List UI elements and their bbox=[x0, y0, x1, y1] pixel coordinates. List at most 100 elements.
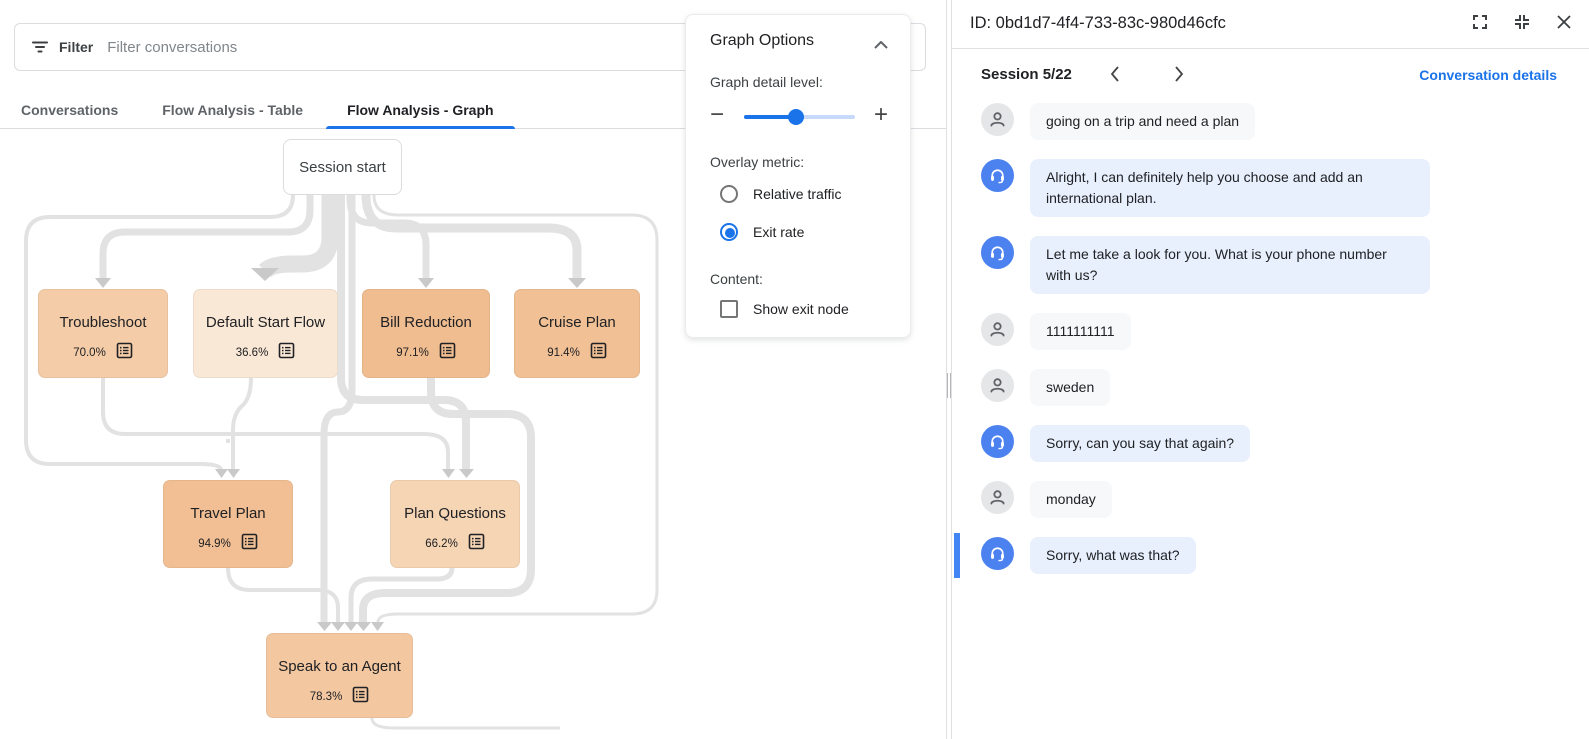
list-alt-icon bbox=[278, 342, 295, 359]
next-session-button[interactable] bbox=[1168, 64, 1190, 89]
agent-avatar bbox=[981, 159, 1014, 192]
flow-node-plan-questions[interactable]: Plan Questions 66.2% bbox=[390, 480, 520, 568]
message-bubble: sweden bbox=[1030, 369, 1111, 406]
list-alt-icon bbox=[439, 342, 456, 359]
headset-icon bbox=[991, 246, 1004, 261]
radio-selected-icon[interactable] bbox=[720, 223, 738, 241]
panel-divider bbox=[951, 0, 952, 739]
highlight-bar bbox=[954, 533, 960, 578]
headset-icon bbox=[991, 435, 1004, 450]
message-bubble: Sorry, can you say that again? bbox=[1030, 425, 1251, 462]
conversation-details-link[interactable]: Conversation details bbox=[1419, 67, 1557, 83]
detail-level-slider: − + bbox=[710, 103, 888, 127]
agent-avatar bbox=[981, 236, 1014, 269]
user-avatar bbox=[981, 313, 1014, 346]
user-message[interactable]: going on a trip and need a plan bbox=[952, 103, 1589, 140]
message-bubble: Sorry, what was that? bbox=[1030, 537, 1196, 574]
node-title: Bill Reduction bbox=[380, 314, 472, 331]
content-label: Content: bbox=[710, 271, 763, 287]
list-alt-icon bbox=[116, 342, 133, 359]
node-exit-rate: 78.3% bbox=[309, 691, 343, 703]
user-avatar bbox=[981, 481, 1014, 514]
node-exit-rate: 66.2% bbox=[425, 538, 458, 550]
filter-label: Filter bbox=[59, 39, 94, 55]
headset-icon bbox=[991, 169, 1004, 184]
node-details-icon[interactable] bbox=[468, 533, 485, 555]
node-title: Speak to an Agent bbox=[278, 658, 401, 675]
previous-session-button[interactable] bbox=[1104, 64, 1126, 89]
user-message[interactable]: sweden bbox=[952, 369, 1589, 406]
message-bubble: going on a trip and need a plan bbox=[1030, 103, 1256, 140]
user-message[interactable]: 1111111111 bbox=[952, 313, 1589, 350]
edge-arrowheads bbox=[95, 268, 586, 631]
panel-divider bbox=[946, 0, 947, 739]
node-details-icon[interactable] bbox=[590, 342, 607, 364]
detail-header: ID: 0bd1d7-4f4-733-83c-980d46cfc bbox=[952, 0, 1589, 49]
node-details-icon[interactable] bbox=[278, 342, 295, 364]
node-details-icon[interactable] bbox=[116, 342, 133, 364]
radio-relative-traffic[interactable]: Relative traffic bbox=[720, 185, 841, 203]
node-exit-rate: 91.4% bbox=[547, 347, 580, 359]
radio-exit-rate[interactable]: Exit rate bbox=[720, 223, 804, 241]
flow-node-travel-plan[interactable]: Travel Plan 94.9% bbox=[163, 480, 293, 568]
close-icon[interactable] bbox=[1555, 13, 1573, 31]
session-start-node[interactable]: Session start bbox=[283, 139, 402, 195]
tab-bar: Conversations Flow Analysis - Table Flow A… bbox=[0, 90, 946, 129]
person-icon bbox=[990, 490, 1005, 505]
agent-message[interactable]: Sorry, can you say that again? bbox=[952, 425, 1589, 462]
agent-message[interactable]: Sorry, what was that? bbox=[952, 533, 1589, 578]
filter-input[interactable]: Filter Filter conversations bbox=[14, 23, 926, 71]
slider-track[interactable] bbox=[744, 109, 855, 125]
flow-node-bill-reduction[interactable]: Bill Reduction 97.1% bbox=[362, 289, 490, 378]
list-alt-icon bbox=[468, 533, 485, 550]
fullscreen-icon[interactable] bbox=[1471, 13, 1489, 31]
node-title: Plan Questions bbox=[404, 505, 506, 522]
node-details-icon[interactable] bbox=[352, 686, 369, 708]
slider-fill bbox=[744, 115, 797, 119]
user-avatar bbox=[981, 103, 1014, 136]
graph-options-title: Graph Options bbox=[710, 32, 815, 49]
flow-node-speak-to-an-agent[interactable]: Speak to an Agent 78.3% bbox=[266, 633, 413, 718]
agent-avatar bbox=[981, 425, 1014, 458]
message-bubble: Let me take a look for you. What is your… bbox=[1030, 236, 1430, 294]
tab-flow-analysis-graph[interactable]: Flow Analysis - Graph bbox=[326, 91, 515, 129]
tab-flow-analysis-table[interactable]: Flow Analysis - Table bbox=[162, 101, 304, 118]
node-title: Cruise Plan bbox=[538, 314, 616, 331]
tab-conversations[interactable]: Conversations bbox=[21, 101, 119, 118]
node-exit-rate: 94.9% bbox=[198, 538, 231, 550]
flow-node-cruise-plan[interactable]: Cruise Plan 91.4% bbox=[514, 289, 640, 378]
checkbox-icon[interactable] bbox=[720, 300, 738, 318]
headset-icon bbox=[991, 547, 1004, 562]
node-exit-rate: 97.1% bbox=[396, 347, 429, 359]
slider-increase-button[interactable]: + bbox=[873, 101, 888, 128]
agent-message[interactable]: Alright, I can definitely help you choos… bbox=[952, 159, 1589, 217]
node-details-icon[interactable] bbox=[439, 342, 456, 364]
person-icon bbox=[990, 378, 1005, 393]
agent-message[interactable]: Let me take a look for you. What is your… bbox=[952, 236, 1589, 294]
panel-resize-handle[interactable] bbox=[946, 373, 952, 398]
node-details-icon[interactable] bbox=[241, 533, 258, 555]
list-alt-icon bbox=[352, 686, 369, 703]
conversation-detail-panel: ID: 0bd1d7-4f4-733-83c-980d46cfc bbox=[952, 0, 1589, 739]
session-nav-row: Session 5/22 Conversation details bbox=[952, 49, 1589, 101]
checkbox-show-exit-node[interactable]: Show exit node bbox=[720, 300, 849, 318]
collapse-chevron-icon[interactable] bbox=[874, 36, 888, 54]
exit-fullscreen-icon[interactable] bbox=[1513, 13, 1531, 31]
session-counter: Session 5/22 bbox=[981, 66, 1072, 83]
message-bubble: 1111111111 bbox=[1030, 313, 1131, 350]
conversation-id-title: ID: 0bd1d7-4f4-733-83c-980d46cfc bbox=[970, 14, 1226, 32]
radio-icon[interactable] bbox=[720, 185, 738, 203]
slider-decrease-button[interactable]: − bbox=[710, 101, 725, 128]
flow-analysis-panel: Filter Filter conversations Conversation… bbox=[0, 14, 946, 739]
node-exit-rate: 36.6% bbox=[235, 347, 269, 359]
message-bubble: monday bbox=[1030, 481, 1112, 518]
filter-list-icon bbox=[32, 41, 48, 53]
slider-knob[interactable] bbox=[788, 109, 805, 125]
node-title: Travel Plan bbox=[190, 505, 266, 522]
user-message[interactable]: monday bbox=[952, 481, 1589, 518]
agent-avatar bbox=[981, 537, 1014, 570]
